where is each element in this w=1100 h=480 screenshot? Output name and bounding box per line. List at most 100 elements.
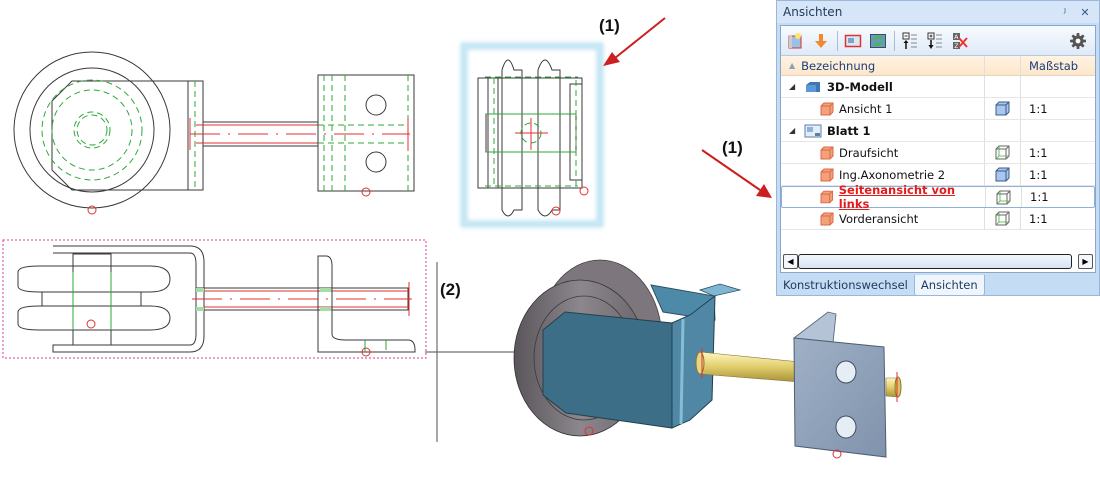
view-cube-icon	[820, 212, 834, 225]
pin-icon[interactable]: ᴶ	[1063, 5, 1067, 19]
collapse-all-button[interactable]	[899, 30, 921, 52]
view-frame-button[interactable]	[842, 30, 864, 52]
side-flange	[487, 77, 499, 189]
close-icon[interactable]: ✕	[1080, 5, 1090, 19]
view-3d-axonometric[interactable]	[513, 259, 902, 459]
scroll-left-icon[interactable]: ◀	[783, 253, 798, 269]
column-scale-label: Maßstab	[1029, 58, 1079, 73]
view-cube-icon	[820, 146, 834, 159]
shaded-cube-icon	[995, 167, 1010, 182]
refresh-view-button[interactable]	[867, 30, 889, 52]
views-panel: Ansichten ᴶ ✕	[776, 0, 1100, 296]
row-label: Draufsicht	[839, 145, 899, 160]
axle-tip-end	[894, 376, 902, 398]
reference-point-marker	[584, 426, 594, 436]
selection-frame	[460, 42, 604, 228]
new-view-icon	[788, 32, 802, 48]
view-cube-icon	[820, 190, 834, 204]
gear-icon	[1070, 32, 1086, 49]
view-side-left-selected[interactable]	[460, 42, 604, 228]
wheel-rim	[537, 59, 561, 217]
settings-button[interactable]	[1067, 30, 1089, 52]
column-header-type[interactable]	[985, 56, 1021, 75]
plate-hole	[365, 94, 387, 116]
tree-row-group[interactable]: ◢ Blatt 1	[781, 120, 1095, 142]
view-cube-icon	[820, 102, 834, 115]
wheel-rim	[501, 59, 523, 217]
view-frame-icon	[844, 34, 862, 47]
callout-label-1-panel: (1)	[722, 138, 743, 157]
panel-tabs: Konstruktionswechsel Ansichten	[777, 275, 985, 296]
arrow-down-icon	[815, 33, 827, 48]
row-label: Seitenansicht von links	[838, 183, 956, 211]
row-scale: 1:1	[1029, 167, 1048, 182]
axle-marker	[196, 307, 204, 311]
row-scale: 1:1	[1029, 145, 1048, 160]
selection-frame	[462, 44, 602, 226]
wheel-inner-edge	[29, 67, 155, 193]
column-header-name[interactable]: ▲ Bezeichnung	[781, 56, 985, 75]
reference-point-marker	[86, 319, 96, 329]
cutting-line[interactable]	[425, 262, 525, 442]
row-label: 3D-Modell	[827, 79, 893, 94]
column-header-scale[interactable]: Maßstab	[1021, 56, 1095, 75]
panel-titlebar[interactable]: Ansichten ᴶ ✕	[777, 1, 1099, 23]
svg-text:Z: Z	[954, 43, 958, 50]
axle-marker	[320, 307, 332, 311]
hidden-circle-mid	[51, 89, 133, 171]
grid-header: ▲ Bezeichnung Maßstab	[781, 56, 1095, 76]
scroll-right-icon[interactable]: ▶	[1078, 253, 1093, 269]
tree-row-view[interactable]: Ing.Axonometrie 2 1:1	[781, 164, 1095, 186]
plate-outline	[317, 74, 415, 192]
sheet-icon	[804, 124, 822, 137]
toolbar-separator	[894, 30, 895, 51]
reference-point-marker	[551, 206, 561, 216]
callout-label-2: (2)	[440, 280, 461, 299]
reference-point-marker	[361, 347, 371, 357]
view-cube-icon	[820, 168, 834, 181]
plate-hole	[365, 151, 387, 173]
hidden-circle-hub-inner	[76, 114, 108, 146]
move-down-button[interactable]	[810, 30, 832, 52]
tab-ansichten[interactable]: Ansichten	[913, 275, 985, 296]
bracket-outline	[51, 80, 204, 191]
tree-row-view[interactable]: Draufsicht 1:1	[781, 142, 1095, 164]
new-view-button[interactable]	[785, 30, 807, 52]
tab-konstruktionswechsel[interactable]: Konstruktionswechsel	[783, 278, 908, 292]
tree-row-group[interactable]: ◢ 3D-Modell	[781, 76, 1095, 98]
view-front[interactable]	[13, 51, 415, 215]
axle-marker	[196, 288, 204, 292]
horizontal-scrollbar[interactable]: ◀ ▶	[783, 253, 1093, 269]
tree-row-view[interactable]: Ansicht 1 1:1	[781, 98, 1095, 120]
scrollbar-thumb[interactable]	[798, 253, 1072, 269]
expand-toggle-icon[interactable]: ◢	[789, 82, 796, 91]
angle-plate-face	[793, 337, 887, 458]
view-frame	[2, 239, 427, 359]
row-scale: 1:1	[1029, 101, 1048, 116]
row-label: Blatt 1	[827, 123, 871, 138]
model-3d-icon	[806, 81, 820, 92]
tree-row-view[interactable]: Vorderansicht 1:1	[781, 208, 1095, 230]
view-top[interactable]	[2, 239, 427, 359]
wireframe-cube-icon	[995, 145, 1010, 160]
wireframe-cube-icon	[996, 190, 1011, 204]
expand-all-icon	[927, 32, 942, 49]
row-label: Ansicht 1	[839, 101, 893, 116]
expand-all-button[interactable]	[924, 30, 946, 52]
callout-arrow-1-panel	[701, 149, 772, 198]
bracket-face	[542, 311, 673, 429]
reference-point-marker	[361, 187, 371, 197]
refresh-view-icon	[870, 33, 886, 48]
reference-point-marker	[87, 205, 97, 215]
row-label: Vorderansicht	[839, 211, 919, 226]
wheel-a	[17, 265, 171, 293]
bracket-top-lip	[698, 283, 742, 297]
plate-hole	[835, 415, 857, 439]
expand-toggle-icon[interactable]: ◢	[789, 126, 796, 135]
tree-row-view-selected[interactable]: Seitenansicht von links 1:1	[781, 183, 1095, 211]
collapse-all-icon	[902, 32, 917, 49]
panel-title: Ansichten	[783, 5, 843, 19]
